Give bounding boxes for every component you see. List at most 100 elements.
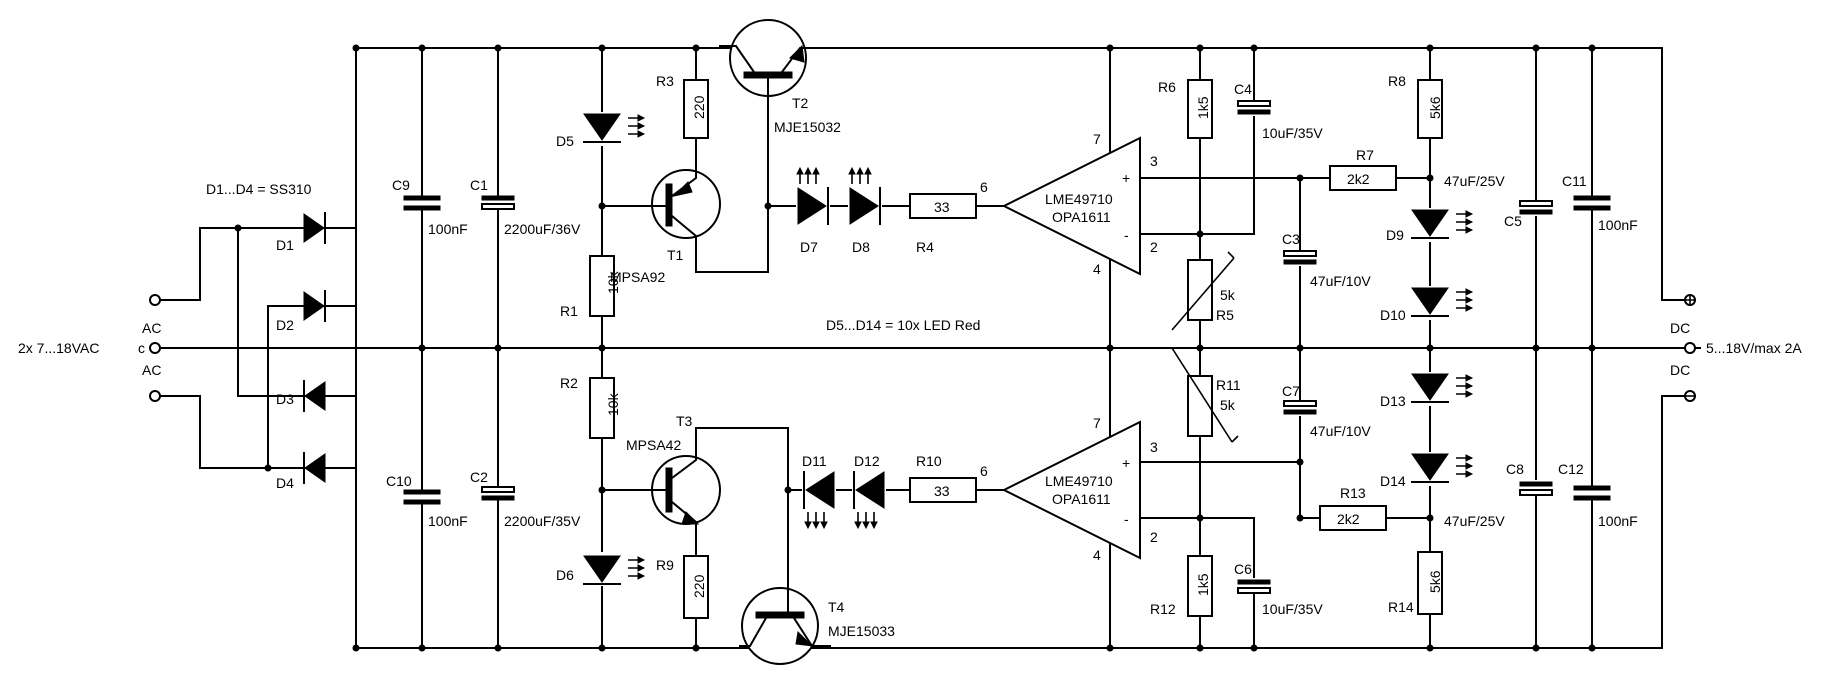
leds-note: D5...D14 = 10x LED Red <box>826 317 980 333</box>
resistor-r9: 220 R9 <box>656 555 709 619</box>
schematic-label: 5k6 <box>1427 96 1443 119</box>
schematic-label: D3 <box>276 391 294 407</box>
led-d7: D7 <box>796 167 830 255</box>
schematic-label: D2 <box>276 317 294 333</box>
potentiometer-r11: R11 5k <box>1171 347 1241 443</box>
schematic-label: DC <box>1670 362 1690 378</box>
schematic-label: 1k5 <box>1195 573 1211 596</box>
schematic-label: R12 <box>1150 601 1176 617</box>
schematic-label: 6 <box>980 463 988 479</box>
resistor-r1: 10k R1 <box>560 255 621 319</box>
schematic-label: MJE15033 <box>828 623 895 639</box>
led-d12: D12 <box>852 453 886 529</box>
schematic-label: 33 <box>934 199 950 215</box>
schematic-label: LME49710 <box>1045 473 1113 489</box>
resistor-r8: 5k6 R8 <box>1388 73 1443 139</box>
capacitor-c6: C6 10uF/35V <box>1234 561 1323 617</box>
capacitor-c12: C12 100nF <box>1558 461 1638 529</box>
schematic-label: 6 <box>980 179 988 195</box>
schematic-label: - <box>1124 511 1129 527</box>
feedback-network: 1k5 R6 C4 10uF/35V 5k R5 R11 5 <box>1150 44 1431 652</box>
schematic-label: 100nF <box>428 221 468 237</box>
center-terminal <box>149 342 161 354</box>
diodes-note: D1...D4 = SS310 <box>206 181 312 197</box>
capacitor-c2: C2 2200uF/35V <box>470 469 581 529</box>
capacitor-c11: C11 100nF <box>1562 173 1638 233</box>
opamp-bottom: LME49710 OPA1611 7 4 6 + - 3 2 <box>980 347 1301 652</box>
schematic-label: C3 <box>1282 231 1300 247</box>
upper-driver: D5 10k R1 220 R3 T1 MPSA92 <box>556 19 1005 352</box>
schematic-label: T2 <box>792 95 809 111</box>
schematic-label: 7 <box>1093 131 1101 147</box>
schematic-label: T3 <box>676 413 693 429</box>
resistor-r14: 5k6 R14 <box>1388 551 1443 615</box>
schematic-label: 5k <box>1220 287 1236 303</box>
schematic-label: 1k5 <box>1195 96 1211 119</box>
ac-terminal-bottom <box>149 390 161 402</box>
input-terminals: AC c AC 2x 7...18VAC <box>18 294 161 402</box>
c5-value: 47uF/25V <box>1444 173 1505 189</box>
schematic-label: 2200uF/36V <box>504 221 581 237</box>
output-label: 5...18V/max 2A <box>1706 340 1802 356</box>
schematic-label: 7 <box>1093 415 1101 431</box>
led-d5: D5 <box>556 112 645 149</box>
schematic-label: + <box>1122 170 1130 186</box>
resistor-r2: 10k R2 <box>560 375 621 439</box>
schematic-label: 5k <box>1220 397 1236 413</box>
schematic-label: 220 <box>691 574 707 598</box>
schematic-label: 5k6 <box>1427 570 1443 593</box>
capacitor-c10: C10 100nF <box>386 473 468 529</box>
schematic-label: D9 <box>1386 227 1404 243</box>
schematic-label: R9 <box>656 557 674 573</box>
schematic-label: MJE15032 <box>774 119 841 135</box>
schematic-label: T1 <box>667 247 684 263</box>
schematic-label: R7 <box>1356 147 1374 163</box>
schematic-label: D5 <box>556 133 574 149</box>
led-d10: D10 <box>1380 286 1473 323</box>
schematic-label: R2 <box>560 375 578 391</box>
schematic-label: 3 <box>1150 439 1158 455</box>
schematic-label: R3 <box>656 73 674 89</box>
schematic-label: C4 <box>1234 81 1252 97</box>
output-terminals: DC DC 5...18V/max 2A <box>1670 294 1802 402</box>
input-label: 2x 7...18VAC <box>18 340 99 356</box>
schematic-label: DC <box>1670 320 1690 336</box>
capacitor-c3: C3 47uF/10V <box>1282 231 1371 289</box>
schematic-label: R4 <box>916 239 934 255</box>
schematic-label: T4 <box>828 599 845 615</box>
schematic-label: D11 <box>802 453 827 469</box>
schematic-label: D7 <box>800 239 818 255</box>
schematic-label: OPA1611 <box>1052 491 1111 507</box>
schematic-label: 2200uF/35V <box>504 513 581 529</box>
led-d13: D13 <box>1380 372 1473 409</box>
schematic-label: R10 <box>916 453 942 469</box>
schematic-label: 10uF/35V <box>1262 601 1323 617</box>
capacitor-c4: C4 10uF/35V <box>1234 81 1323 141</box>
resistor-r7: 2k2 R7 <box>1329 147 1397 191</box>
schematic-label: C5 <box>1504 213 1522 229</box>
schematic-label: MPSA92 <box>610 269 665 285</box>
schematic-label: C6 <box>1234 561 1252 577</box>
capacitor-c7: C7 47uF/10V <box>1282 383 1371 439</box>
schematic-label: C1 <box>470 177 488 193</box>
diode-d2: D2 <box>276 290 326 333</box>
resistor-r12: 1k5 R12 <box>1150 555 1213 617</box>
schematic-label: 2k2 <box>1347 171 1370 187</box>
schematic-label: 100nF <box>1598 513 1638 529</box>
schematic-label: 2 <box>1150 529 1158 545</box>
schematic-label: 2k2 <box>1337 511 1360 527</box>
schematic-label: D1 <box>276 237 294 253</box>
ac-terminal-top <box>149 294 161 306</box>
schematic-label: D14 <box>1380 473 1406 489</box>
capacitor-c8: C8 <box>1506 461 1553 496</box>
resistor-r3: 220 R3 <box>656 73 709 139</box>
schematic-label: AC <box>142 320 161 336</box>
schematic-label: OPA1611 <box>1052 209 1111 225</box>
schematic-label: - <box>1124 227 1129 243</box>
transistor-t3: T3 MPSA42 <box>601 413 789 557</box>
led-d14: D14 <box>1380 452 1473 489</box>
rails <box>161 47 1701 649</box>
capacitor-c9: C9 100nF <box>392 177 468 237</box>
bridge-rectifier: D1 D2 D3 D4 D1...D4 = SS310 <box>159 44 360 652</box>
